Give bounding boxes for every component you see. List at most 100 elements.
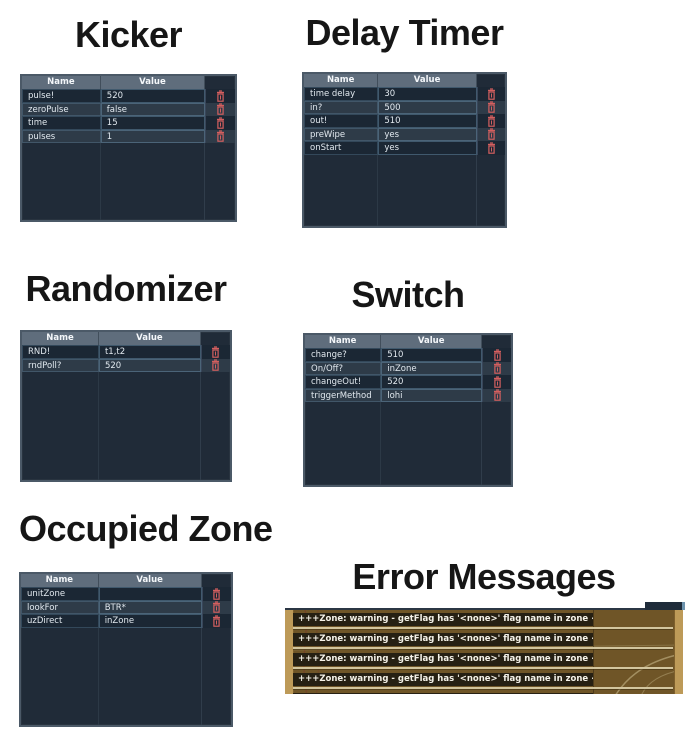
param-value-field[interactable]: t1,t2 [98,345,201,359]
column-header-value: Value [98,332,201,345]
trash-icon [493,362,501,375]
table-empty-area [304,154,505,226]
column-header-name: Name [21,574,99,587]
param-name-field[interactable]: On/Off? [305,361,382,375]
param-name-field[interactable]: time delay [304,87,379,101]
table-row: time delay 30 [304,87,505,101]
trash-icon [487,142,495,154]
trash-icon [217,130,225,143]
trash-icon [487,101,495,114]
table-header-row: Name Value [304,74,505,87]
delete-row-button[interactable] [482,361,511,375]
trash-icon [212,346,220,358]
delete-row-button[interactable] [476,114,505,128]
table-row: time 15 [22,116,235,130]
param-value-field[interactable]: lohi [381,388,483,402]
trash-icon [217,90,225,102]
delete-row-button[interactable] [205,89,235,103]
table-row: preWipe yes [304,127,505,141]
param-name-field[interactable]: pulses [22,129,101,143]
delete-row-button[interactable] [482,375,511,389]
table-row: RND! t1,t2 [22,345,230,359]
param-value-field[interactable]: 500 [378,100,477,114]
trash-icon [213,615,221,627]
param-value-field[interactable]: inZone [98,614,202,628]
table-row: out! 510 [304,114,505,128]
param-name-field[interactable]: pulse! [22,89,101,103]
column-header-value: Value [98,574,202,587]
error-message: +++Zone: warning - getFlag has '<none>' … [293,693,593,694]
trash-icon [493,376,501,388]
error-messages-title: Error Messages [352,556,616,597]
param-value-field[interactable]: 510 [378,114,477,128]
column-header-value: Value [378,74,477,87]
error-message: +++Zone: warning - getFlag has '<none>' … [293,633,593,646]
param-name-field[interactable]: time [22,116,101,130]
param-value-field[interactable]: 30 [378,87,477,101]
param-value-field[interactable]: yes [378,141,477,155]
table-empty-area [305,402,511,485]
delete-row-button[interactable] [476,87,505,101]
delete-row-button[interactable] [200,345,230,359]
trash-icon [213,601,221,614]
param-value-field[interactable]: 520 [98,358,201,372]
error-row: +++Zone: warning - getFlag has '<none>' … [293,613,675,630]
table-row: lookFor BTR* [21,600,231,614]
param-name-field[interactable]: out! [304,114,379,128]
error-row: +++Zone: warning - getFlag has '<none>' … [293,633,675,650]
param-name-field[interactable]: onStart [304,141,379,155]
delete-row-button[interactable] [482,388,511,402]
param-value-field[interactable]: 520 [100,89,206,103]
delete-row-button[interactable] [205,129,235,143]
param-value-field[interactable]: inZone [381,361,483,375]
delete-row-button[interactable] [200,358,230,372]
trash-icon [487,88,495,100]
delete-row-button[interactable] [205,102,235,116]
param-name-field[interactable]: unitZone [21,587,99,601]
param-value-field[interactable]: 510 [381,348,483,362]
param-name-field[interactable]: zeroPulse [22,102,101,116]
param-name-field[interactable]: lookFor [21,600,99,614]
param-value-field[interactable]: 1 [100,129,206,143]
param-value-field[interactable] [98,587,202,601]
column-header-actions [477,74,505,87]
randomizer-title: Randomizer [25,268,227,309]
column-header-name: Name [305,335,382,348]
param-name-field[interactable]: changeOut! [305,375,382,389]
param-value-field[interactable]: false [100,102,206,116]
delete-row-button[interactable] [201,600,231,614]
param-name-field[interactable]: RND! [22,345,99,359]
param-value-field[interactable]: yes [378,127,477,141]
delete-row-button[interactable] [205,116,235,130]
delay-timer-title: Delay Timer [305,12,504,53]
column-header-actions [482,335,511,348]
error-message: +++Zone: warning - getFlag has '<none>' … [293,613,593,626]
column-header-name: Name [22,332,99,345]
param-name-field[interactable]: triggerMethod [305,388,382,402]
param-name-field[interactable]: preWipe [304,127,379,141]
table-row: pulses 1 [22,129,235,143]
param-value-field[interactable]: BTR* [98,600,202,614]
param-name-field[interactable]: rndPoll? [22,358,99,372]
delete-row-button[interactable] [482,348,511,362]
switch-table: Name Value change? 510 On/Off? [303,333,513,487]
error-row: +++Zone: warning - getFlag has '<none>' … [293,653,675,670]
param-name-field[interactable]: uzDirect [21,614,99,628]
delete-row-button[interactable] [201,587,231,601]
param-name-field[interactable]: in? [304,100,379,114]
delete-row-button[interactable] [201,614,231,628]
delete-row-button[interactable] [476,100,505,114]
table-row: rndPoll? 520 [22,358,230,372]
error-log-panel: +++Zone: warning - getFlag has '<none>' … [285,608,683,694]
column-header-actions [205,76,235,89]
kicker-table: Name Value pulse! 520 zeroPulse [20,74,237,222]
param-value-field[interactable]: 520 [381,375,483,389]
column-header-value: Value [381,335,483,348]
occupied-zone-title: Occupied Zone [19,508,273,549]
delete-row-button[interactable] [476,141,505,155]
param-value-field[interactable]: 15 [100,116,206,130]
switch-title: Switch [351,274,465,315]
map-edge-strip-left [285,610,294,694]
delete-row-button[interactable] [476,127,505,141]
param-name-field[interactable]: change? [305,348,382,362]
